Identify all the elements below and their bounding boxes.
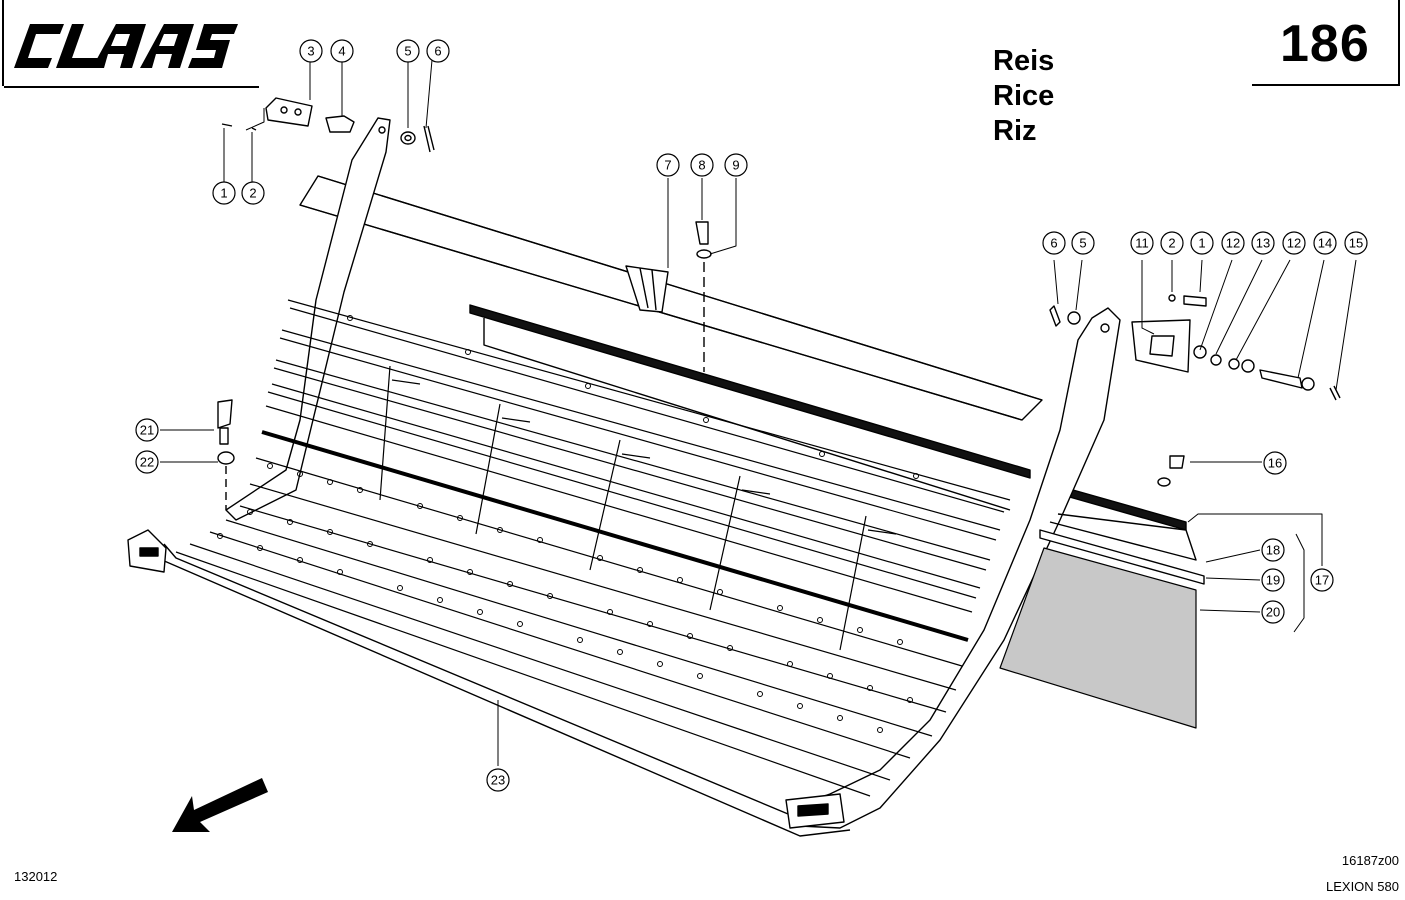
callouts: 1 2 3 4 5 6 7 8 9 6 5 11 2 1 12 13 12 14…	[135, 39, 1368, 792]
bottom-frame-rail	[127, 529, 851, 837]
callout-13: 13	[1251, 231, 1275, 255]
svg-text:3: 3	[307, 44, 314, 59]
direction-arrow-icon	[172, 778, 268, 832]
svg-text:15: 15	[1349, 236, 1363, 251]
side-bracket	[217, 399, 235, 510]
title-de: Reis	[993, 45, 1055, 77]
svg-text:5: 5	[404, 44, 411, 59]
bolt-16	[1157, 455, 1185, 487]
footer-ref-block: 16187z00 LEXION 580	[1326, 848, 1399, 900]
callout-18: 18	[1261, 538, 1285, 562]
callout-1b: 1	[1190, 231, 1214, 255]
frame-line-left	[2, 0, 4, 86]
svg-text:20: 20	[1266, 605, 1280, 620]
svg-text:14: 14	[1318, 236, 1332, 251]
title-block: Reis Rice Riz	[993, 44, 1054, 149]
callout-2b: 2	[1160, 231, 1184, 255]
callout-20: 20	[1261, 600, 1285, 624]
drawing-id: 132012	[14, 869, 58, 884]
svg-text:12: 12	[1287, 236, 1301, 251]
svg-text:22: 22	[140, 455, 154, 470]
svg-text:4: 4	[338, 44, 345, 59]
callout-7: 7	[656, 153, 680, 177]
frame-line-right	[1398, 0, 1400, 86]
svg-text:21: 21	[140, 423, 154, 438]
callout-12a: 12	[1221, 231, 1245, 255]
svg-text:2: 2	[249, 186, 256, 201]
svg-text:12: 12	[1226, 236, 1240, 251]
callout-6a: 6	[426, 39, 450, 63]
callout-12b: 12	[1282, 231, 1306, 255]
callout-16: 16	[1263, 451, 1287, 475]
callout-5b: 5	[1071, 231, 1095, 255]
callout-5a: 5	[396, 39, 420, 63]
callout-9: 9	[724, 153, 748, 177]
image-ref: 16187z00	[1341, 853, 1399, 868]
callout-1a: 1	[212, 181, 236, 205]
title-en: Rice	[993, 80, 1055, 112]
svg-text:2: 2	[1168, 236, 1175, 251]
svg-text:1: 1	[1198, 236, 1205, 251]
title-fr: Riz	[993, 115, 1037, 147]
svg-text:18: 18	[1266, 543, 1280, 558]
callout-11: 11	[1130, 231, 1154, 255]
pivot-tube	[299, 175, 1043, 421]
concave-slats	[175, 299, 1011, 797]
svg-text:6: 6	[434, 44, 441, 59]
callout-3: 3	[299, 39, 323, 63]
model-name: LEXION 580	[1326, 879, 1399, 894]
svg-text:17: 17	[1315, 573, 1329, 588]
callout-21: 21	[135, 418, 159, 442]
leader-lines	[160, 59, 1357, 766]
callout-15: 15	[1344, 231, 1368, 255]
svg-text:1: 1	[220, 186, 227, 201]
svg-text:16: 16	[1268, 456, 1282, 471]
callout-19: 19	[1261, 568, 1285, 592]
svg-text:23: 23	[491, 773, 505, 788]
callout-14: 14	[1313, 231, 1337, 255]
callout-6b: 6	[1042, 231, 1066, 255]
svg-text:19: 19	[1266, 573, 1280, 588]
upper-left-hardware	[221, 97, 435, 153]
header-rule-right	[1252, 84, 1400, 86]
svg-text:6: 6	[1050, 236, 1057, 251]
claas-logo-icon	[14, 24, 238, 68]
svg-text:9: 9	[732, 158, 739, 173]
callout-17: 17	[1310, 568, 1334, 592]
screen-mat	[999, 513, 1205, 729]
svg-text:8: 8	[698, 158, 705, 173]
right-hardware	[1049, 294, 1341, 401]
callout-23: 23	[486, 768, 510, 792]
callout-2a: 2	[241, 181, 265, 205]
left-side-plate	[225, 117, 391, 521]
callout-8: 8	[690, 153, 714, 177]
svg-text:11: 11	[1135, 236, 1149, 251]
svg-text:13: 13	[1256, 236, 1270, 251]
svg-text:5: 5	[1079, 236, 1086, 251]
page-number: 186	[1280, 15, 1370, 73]
header-rule-left	[4, 86, 259, 88]
svg-text:7: 7	[664, 158, 671, 173]
callout-4: 4	[330, 39, 354, 63]
slat-holes	[217, 315, 919, 733]
callout-22: 22	[135, 450, 159, 474]
